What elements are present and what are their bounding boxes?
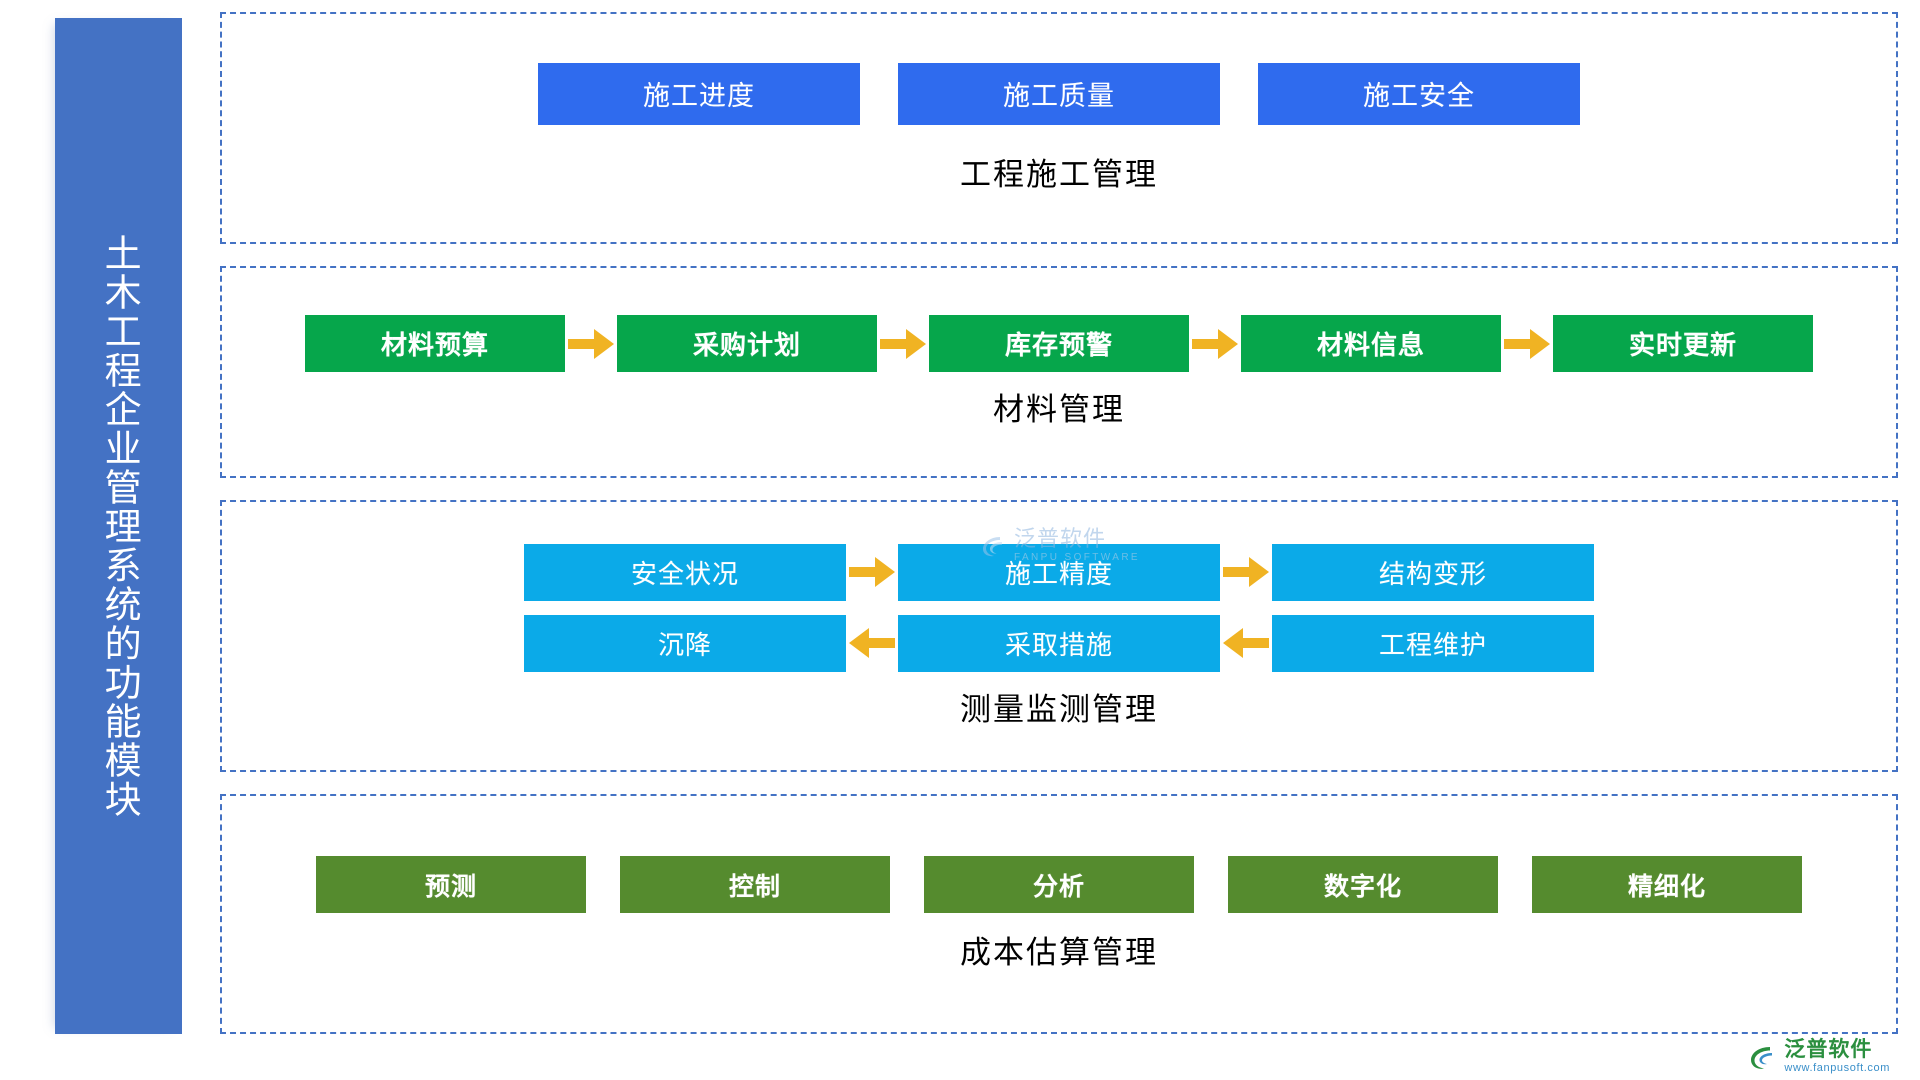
node-control[interactable]: 控制 [620,856,890,913]
section-cost-estimation-management: 预测 控制 分析 数字化 精细化 成本估算管理 [220,794,1898,1034]
footer-logo-cn: 泛普软件 [1784,1038,1873,1061]
node-safety-status[interactable]: 安全状况 [524,543,846,601]
section1-caption: 工程施工管理 [960,156,1158,192]
node-material-budget[interactable]: 材料预算 [305,315,565,372]
section3-caption: 测量监测管理 [960,691,1158,727]
section-material-management: 材料预算 采购计划 库存预警 材料 [220,266,1898,478]
section-construction-management: 施工进度 施工质量 施工安全 工程施工管理 [220,12,1898,244]
section3-row-1: 安全状况 施工精度 结构变形 [524,543,1594,601]
arrow-right-icon [1501,315,1553,372]
section4-row: 预测 控制 分析 数字化 精细化 [299,856,1819,913]
node-purchase-plan[interactable]: 采购计划 [617,315,877,372]
node-construction-quality[interactable]: 施工质量 [898,62,1220,125]
node-engineering-maintenance[interactable]: 工程维护 [1272,614,1594,672]
node-structural-deformation[interactable]: 结构变形 [1272,543,1594,601]
section2-caption: 材料管理 [993,392,1125,427]
footer-logo-url: www.fanpusoft.com [1784,1062,1890,1074]
sidebar-vertical-title: 土木工程企业管理系统的功能模块 [98,233,140,819]
node-inventory-alert[interactable]: 库存预警 [929,315,1189,372]
arrow-right-icon [1220,544,1272,601]
section2-row: 材料预算 采购计划 库存预警 材料 [305,315,1813,372]
node-forecast[interactable]: 预测 [316,856,586,913]
node-material-info[interactable]: 材料信息 [1241,315,1501,372]
section-survey-monitoring-management: 泛普软件 FANPU SOFTWARE 安全状况 施工精度 结构变形 [220,500,1898,772]
section1-row: 施工进度 施工质量 施工安全 [519,62,1599,125]
sidebar-container: 土木工程企业管理系统的功能模块 [0,0,208,1080]
sections-column: 施工进度 施工质量 施工安全 工程施工管理 材料预算 采购计划 [208,0,1920,1080]
sidebar-banner: 土木工程企业管理系统的功能模块 [55,18,182,1034]
node-construction-precision[interactable]: 施工精度 [898,543,1220,601]
arrow-right-icon [877,315,929,372]
arrow-right-icon [565,315,617,372]
arrow-right-icon [1189,315,1241,372]
arrow-left-icon [846,615,898,672]
node-realtime-update[interactable]: 实时更新 [1553,315,1813,372]
node-analysis[interactable]: 分析 [924,856,1194,913]
node-construction-safety[interactable]: 施工安全 [1258,62,1580,125]
fanpu-logo-icon [1747,1042,1777,1072]
section3-row-2: 沉降 采取措施 工程维护 [524,614,1594,672]
node-settlement[interactable]: 沉降 [524,614,846,672]
node-refinement[interactable]: 精细化 [1532,856,1802,913]
node-digitization[interactable]: 数字化 [1228,856,1498,913]
node-construction-progress[interactable]: 施工进度 [538,62,860,125]
arrow-right-icon [846,544,898,601]
node-take-measures[interactable]: 采取措施 [898,614,1220,672]
section4-caption: 成本估算管理 [960,935,1158,970]
footer-brand-logo: 泛普软件 www.fanpusoft.com [1747,1039,1890,1074]
arrow-left-icon [1220,615,1272,672]
